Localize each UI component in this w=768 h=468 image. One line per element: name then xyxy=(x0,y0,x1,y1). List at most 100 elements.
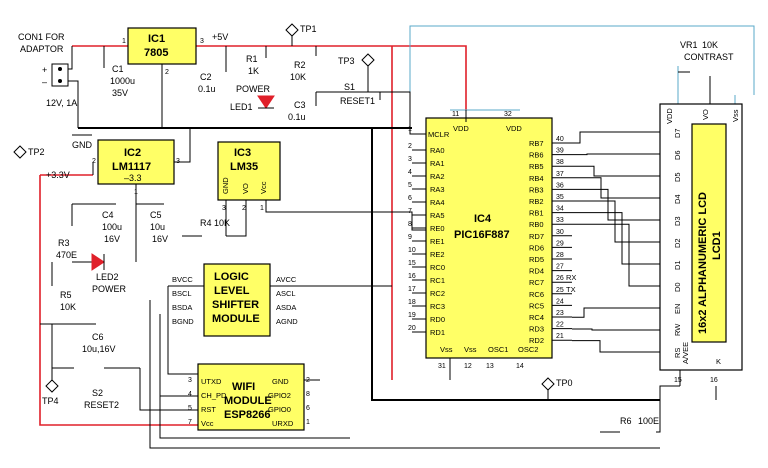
ic3-body xyxy=(217,141,281,201)
svg-text:10K: 10K xyxy=(702,40,718,50)
lcd-pin-label: D5 xyxy=(673,172,682,182)
ic4-left-pin-num: 4 xyxy=(408,169,412,176)
ic4-right-pin-num: 30 xyxy=(556,229,564,236)
ic4-right-pin-num: 27 xyxy=(556,264,564,271)
svg-text:+3.3V: +3.3V xyxy=(46,170,70,180)
svg-text:C1: C1 xyxy=(112,64,124,74)
con1-rating: 12V, 1A xyxy=(46,98,77,108)
svg-text:K: K xyxy=(716,357,721,366)
svg-text:UTXD: UTXD xyxy=(201,377,222,386)
svg-text:AGND: AGND xyxy=(276,317,298,326)
ic4-left-pin-name: RE1 xyxy=(430,237,445,246)
svg-text:GPIO2: GPIO2 xyxy=(268,391,291,400)
ic4-right-pin-name: RB4 xyxy=(529,174,544,183)
lcd-body xyxy=(691,123,727,343)
svg-text:R3: R3 xyxy=(58,238,70,248)
ic4-right-pin-name: RD4 xyxy=(529,267,544,276)
svg-text:C5: C5 xyxy=(150,210,162,220)
svg-text:0.1u: 0.1u xyxy=(198,84,216,94)
svg-text:100E: 100E xyxy=(638,416,659,426)
svg-text:2: 2 xyxy=(92,158,96,165)
ic4-right-pin-name: RB5 xyxy=(529,162,544,171)
con1-plus: + xyxy=(42,65,47,75)
svg-text:R4: R4 xyxy=(200,218,212,228)
svg-text:LOGIC: LOGIC xyxy=(214,271,249,283)
svg-text:32: 32 xyxy=(504,111,512,118)
ic4-right-pin-name: RD3 xyxy=(529,325,544,334)
lcd-pin-label: D7 xyxy=(673,128,682,138)
svg-text:7805: 7805 xyxy=(144,47,168,59)
ic2-body xyxy=(97,139,175,185)
svg-text:A/VEE: A/VEE xyxy=(681,342,690,364)
ic4-right-pin-num: 29 xyxy=(556,240,564,247)
svg-text:31: 31 xyxy=(438,363,446,370)
ic4-right-pin-name: RD7 xyxy=(529,232,544,241)
ic4-right-pin-name: RB0 xyxy=(529,220,544,229)
svg-text:Vss: Vss xyxy=(464,345,477,354)
con1-desc: ADAPTOR xyxy=(20,44,64,54)
ic4-right-pin-name: RC4 xyxy=(529,313,544,322)
svg-text:AVCC: AVCC xyxy=(276,275,297,284)
ic4-left-pin-name: RA4 xyxy=(430,198,445,207)
con1-minus: – xyxy=(42,77,47,87)
ic3-lm35: IC3 LM35 GND VO Vcc 3 2 1 R4 10K xyxy=(182,141,426,237)
r5-c6-s2: R5 10K C6 10u,16V TP4 S2 RESET2 xyxy=(40,262,140,410)
ic4-left-pin-name: RA3 xyxy=(430,185,445,194)
svg-text:IC1: IC1 xyxy=(148,33,165,45)
ic4-right-pin-name: RD6 xyxy=(529,243,544,252)
svg-text:GPIO0: GPIO0 xyxy=(268,405,291,414)
ic4-left-pin-num: 2 xyxy=(408,143,412,150)
ic4-left-pin-num: 10 xyxy=(408,247,416,254)
svg-text:2: 2 xyxy=(242,205,246,212)
tp1-r2-c3-s1: TP1 R2 10K C3 0.1u TP3 S1 RESET1 xyxy=(285,23,426,135)
gnd-label: GND xyxy=(72,140,93,150)
svg-text:R1: R1 xyxy=(246,54,258,64)
ic4-left-pin-name: RC0 xyxy=(430,263,445,272)
ic4-right-pin-name: RB6 xyxy=(529,151,544,160)
svg-text:GND: GND xyxy=(221,177,230,194)
shifter-body xyxy=(203,263,271,337)
svg-text:BSDA: BSDA xyxy=(172,303,192,312)
svg-text:Vss: Vss xyxy=(731,109,740,122)
svg-text:SHIFTER: SHIFTER xyxy=(212,299,259,311)
svg-text:C3: C3 xyxy=(294,100,306,110)
svg-text:VDD: VDD xyxy=(665,108,674,124)
capacitor-c2: C2 0.1u xyxy=(198,46,227,94)
svg-text:LED1: LED1 xyxy=(230,102,253,112)
svg-text:1K: 1K xyxy=(248,66,259,76)
ic4-body xyxy=(425,117,553,359)
svg-text:URXD: URXD xyxy=(272,419,294,428)
svg-text:10K: 10K xyxy=(290,72,306,82)
ic4-right-pin-num: 22 xyxy=(556,322,564,329)
svg-text:VR1: VR1 xyxy=(680,40,698,50)
ic4-left-pin-num: 8 xyxy=(408,221,412,228)
svg-text:OSC2: OSC2 xyxy=(518,345,538,354)
ic4-left-pin-num: 18 xyxy=(408,299,416,306)
svg-text:RX: RX xyxy=(566,273,576,282)
wifi-body xyxy=(197,363,305,431)
svg-text:OSC1: OSC1 xyxy=(488,345,508,354)
ic1-body xyxy=(127,27,197,65)
svg-text:LCD1: LCD1 xyxy=(711,231,723,260)
resistor-r1-led1: R1 1K POWER LED1 xyxy=(230,46,275,112)
ic1-7805: IC1 7805 1 3 2 +5V xyxy=(122,27,228,128)
ic4-left-pin-name: RC3 xyxy=(430,302,445,311)
ic4-right-pin-num: 37 xyxy=(556,171,564,178)
svg-text:BGND: BGND xyxy=(172,317,194,326)
svg-text:ASCL: ASCL xyxy=(276,289,296,298)
svg-text:VDD: VDD xyxy=(453,124,469,133)
svg-text:R5: R5 xyxy=(60,290,72,300)
ic4-right-pin-num: 28 xyxy=(556,252,564,259)
ic4-left-pin-name: RA2 xyxy=(430,172,445,181)
ic4-right-pin-name: RD2 xyxy=(529,336,544,345)
svg-text:VO: VO xyxy=(241,183,250,194)
svg-text:ESP8266: ESP8266 xyxy=(224,409,270,421)
lcd-pin-label: RS xyxy=(673,348,682,358)
svg-text:LM35: LM35 xyxy=(230,161,258,173)
svg-text:IC3: IC3 xyxy=(234,147,251,159)
svg-text:12: 12 xyxy=(464,363,472,370)
svg-text:7: 7 xyxy=(188,419,192,426)
svg-text:2: 2 xyxy=(165,69,169,76)
